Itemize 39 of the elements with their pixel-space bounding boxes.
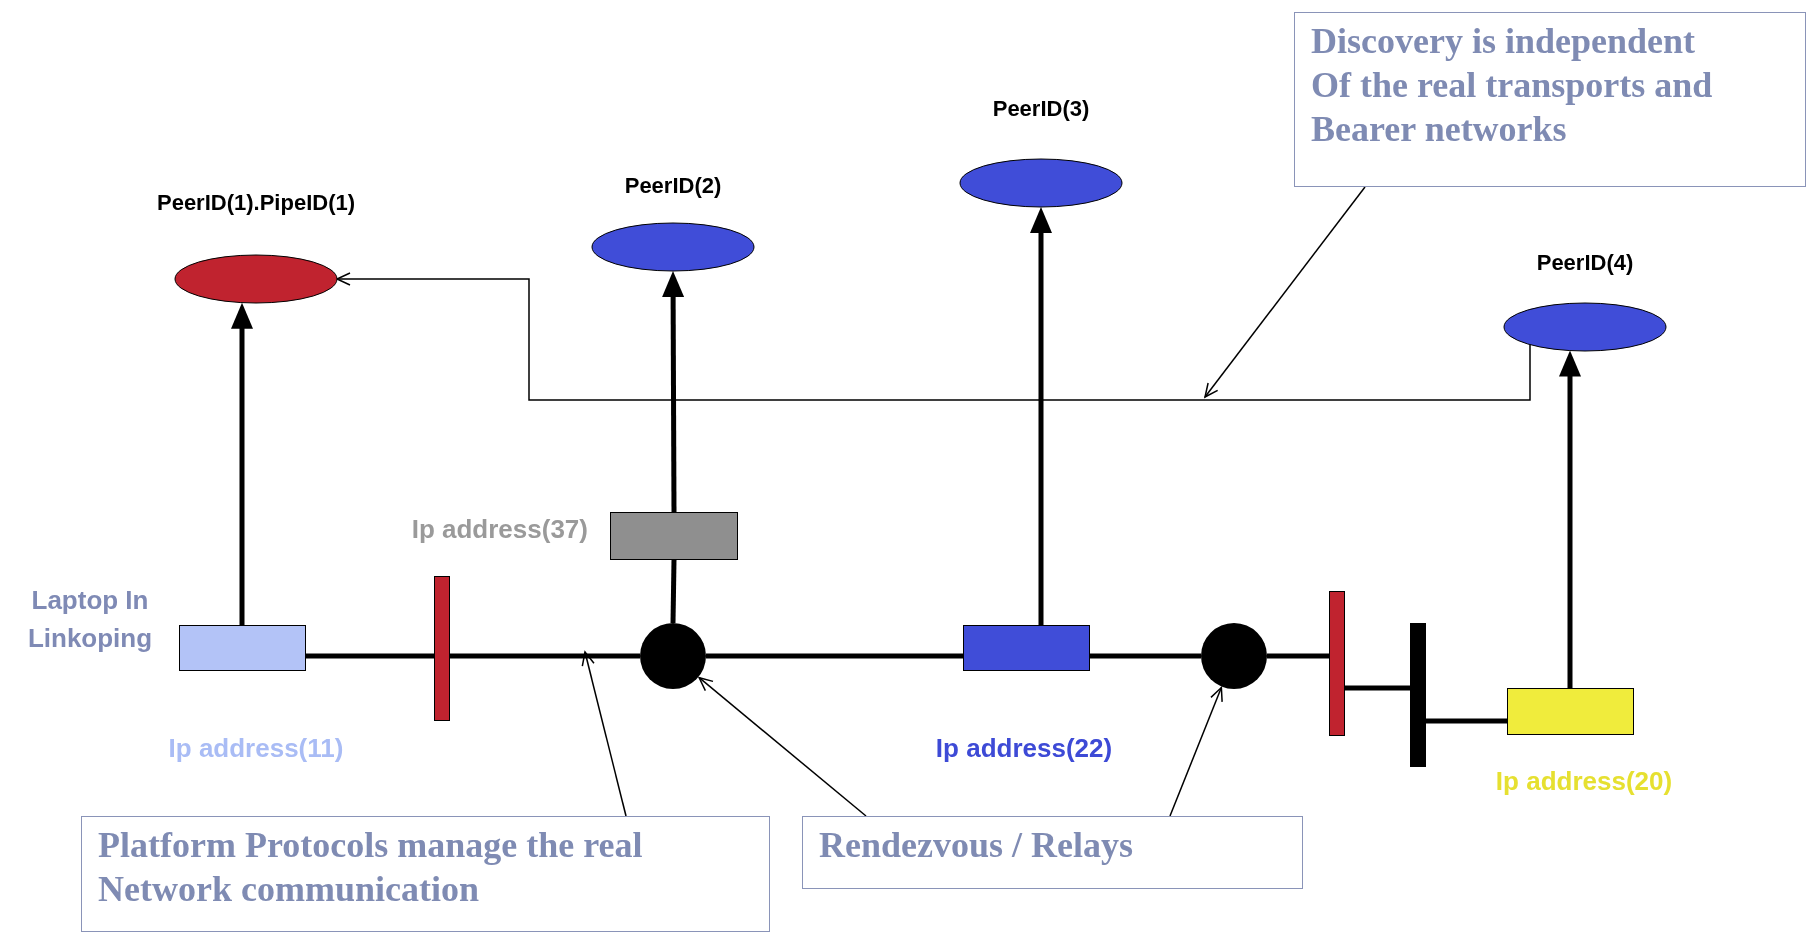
network-link xyxy=(670,559,677,624)
callout-box xyxy=(1294,12,1806,187)
peer-id-label: PeerID(1).PipeID(1) xyxy=(155,190,357,216)
address-label: Ip address(11) xyxy=(168,732,344,765)
callout-text: Discovery is independent Of the real transports and Bearer networks xyxy=(1311,20,1714,151)
interface-box xyxy=(179,625,306,671)
leader-arrow xyxy=(581,651,627,817)
route-arrow xyxy=(336,272,1531,401)
interface-box xyxy=(610,512,738,560)
network-link xyxy=(1267,653,1329,659)
leader-arrow xyxy=(1169,686,1223,817)
arrow xyxy=(1559,350,1581,688)
peer-id-label: PeerID(2) xyxy=(623,173,723,199)
callout-text: Rendezvous / Relays xyxy=(819,824,1134,867)
address-label: Ip address(37) xyxy=(411,513,588,546)
interface-box xyxy=(963,625,1090,671)
callout-box xyxy=(81,816,770,932)
peer-id-label: PeerID(3) xyxy=(991,96,1091,122)
leader-arrow xyxy=(1204,186,1366,398)
network-link xyxy=(1426,718,1507,724)
network-bar xyxy=(1410,623,1426,767)
arrow xyxy=(662,271,685,512)
address-label: Ip address(22) xyxy=(935,732,1113,765)
callout-text: Platform Protocols manage the real Network communication xyxy=(98,824,644,911)
callout-box xyxy=(802,816,1303,889)
address-label: Ip address(20) xyxy=(1495,765,1673,798)
peer-id-label: PeerID(4) xyxy=(1535,250,1635,276)
network-link xyxy=(1090,653,1201,659)
leader-arrow xyxy=(698,676,867,817)
firewall-bar xyxy=(434,576,450,721)
network-link xyxy=(706,653,963,659)
network-link xyxy=(450,653,640,659)
location-label: Laptop In Linkoping xyxy=(26,584,154,655)
firewall-bar xyxy=(1329,591,1345,736)
arrow xyxy=(1030,207,1052,625)
network-link xyxy=(1345,685,1410,691)
network-link xyxy=(306,653,434,659)
arrow xyxy=(231,302,253,625)
interface-box xyxy=(1507,688,1634,735)
